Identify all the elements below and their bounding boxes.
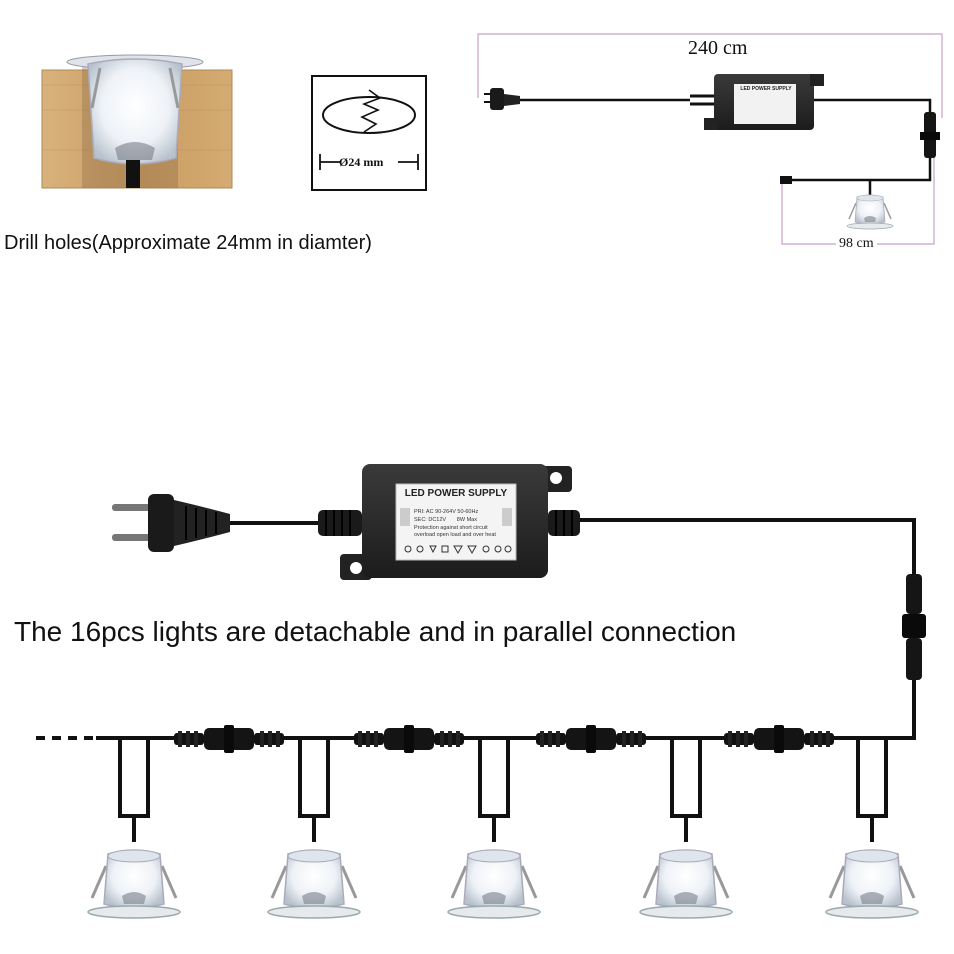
- vertical-connector: [902, 574, 926, 680]
- diameter-label: Ø24 mm: [339, 155, 384, 169]
- inline-connector: [354, 725, 464, 753]
- led-light: [638, 848, 734, 920]
- eu-plug: [112, 494, 230, 552]
- length-240-label: 240 cm: [688, 37, 748, 59]
- mini-psu-title: LED POWER SUPPLY: [740, 86, 792, 92]
- psu-spec-3: Protection against short circuit: [414, 525, 488, 531]
- power-supply: [340, 464, 572, 580]
- psu-title: LED POWER SUPPLY: [404, 488, 508, 499]
- psu-spec-1: PRI: AC 90-264V 50-60Hz: [414, 509, 479, 515]
- length-98-label: 98 cm: [836, 236, 877, 252]
- inline-connector: [724, 725, 834, 753]
- inline-connector: [174, 725, 284, 753]
- drill-holes-caption: Drill holes(Approximate 24mm in diamter): [4, 232, 372, 254]
- mini-wiring-diagram: [477, 33, 943, 245]
- led-light: [86, 848, 182, 920]
- psu-spec-2: SEC: DC12V 8W Max: [414, 517, 477, 523]
- parallel-connection-caption: The 16pcs lights are detachable and in p…: [14, 616, 737, 647]
- led-light: [446, 848, 542, 920]
- diameter-sketch: [311, 75, 427, 191]
- inline-connector: [536, 725, 646, 753]
- led-light: [824, 848, 920, 920]
- wood-mounting-photo: [41, 54, 233, 189]
- psu-symbols: [404, 545, 512, 555]
- psu-spec-4: overload open load and over heat: [414, 532, 496, 538]
- main-wiring-diagram: [36, 464, 926, 920]
- led-light: [266, 848, 362, 920]
